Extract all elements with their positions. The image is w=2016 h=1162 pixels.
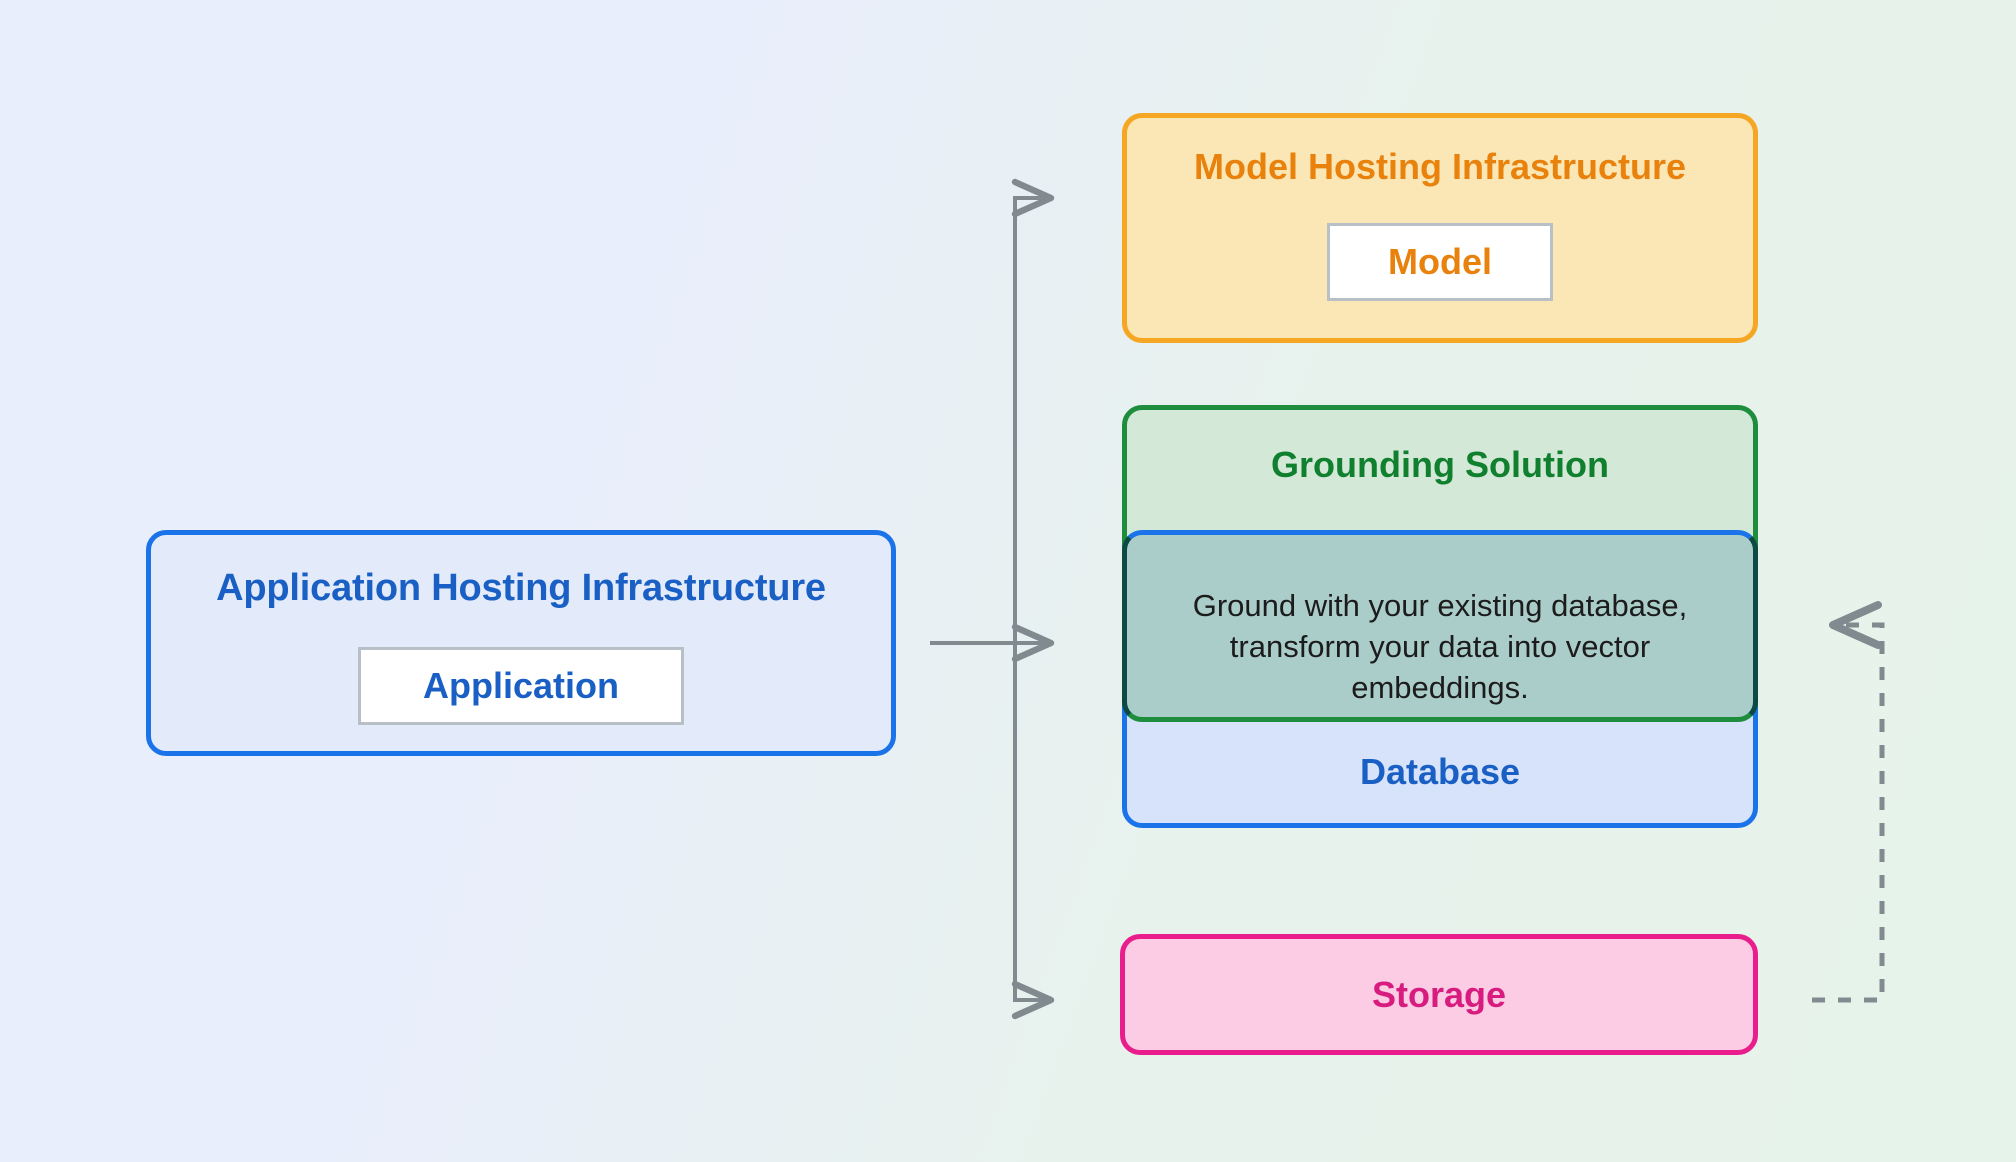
application-label: Application [423,665,619,706]
overlap-description: Ground with your existing database, tran… [1192,588,1688,706]
node-grounding-database-overlap[interactable]: Ground with your existing database, tran… [1122,530,1758,722]
node-application-hosting-infrastructure[interactable]: Application Hosting Infrastructure Appli… [146,530,896,756]
node-application[interactable]: Application [358,647,684,725]
model-label: Model [1388,241,1492,282]
node-storage[interactable]: Storage [1120,934,1758,1055]
storage-label: Storage [1371,973,1507,1015]
grounding-solution-label: Grounding Solution [1271,444,1609,485]
node-model[interactable]: Model [1327,223,1553,301]
model-hosting-title: Model Hosting Infrastructure [1193,146,1687,187]
database-label: Database [1359,751,1521,792]
connector-storage-to-database [1812,601,1885,1003]
node-model-hosting-infrastructure[interactable]: Model Hosting Infrastructure Model [1122,113,1758,343]
application-hosting-title: Application Hosting Infrastructure [216,567,826,609]
